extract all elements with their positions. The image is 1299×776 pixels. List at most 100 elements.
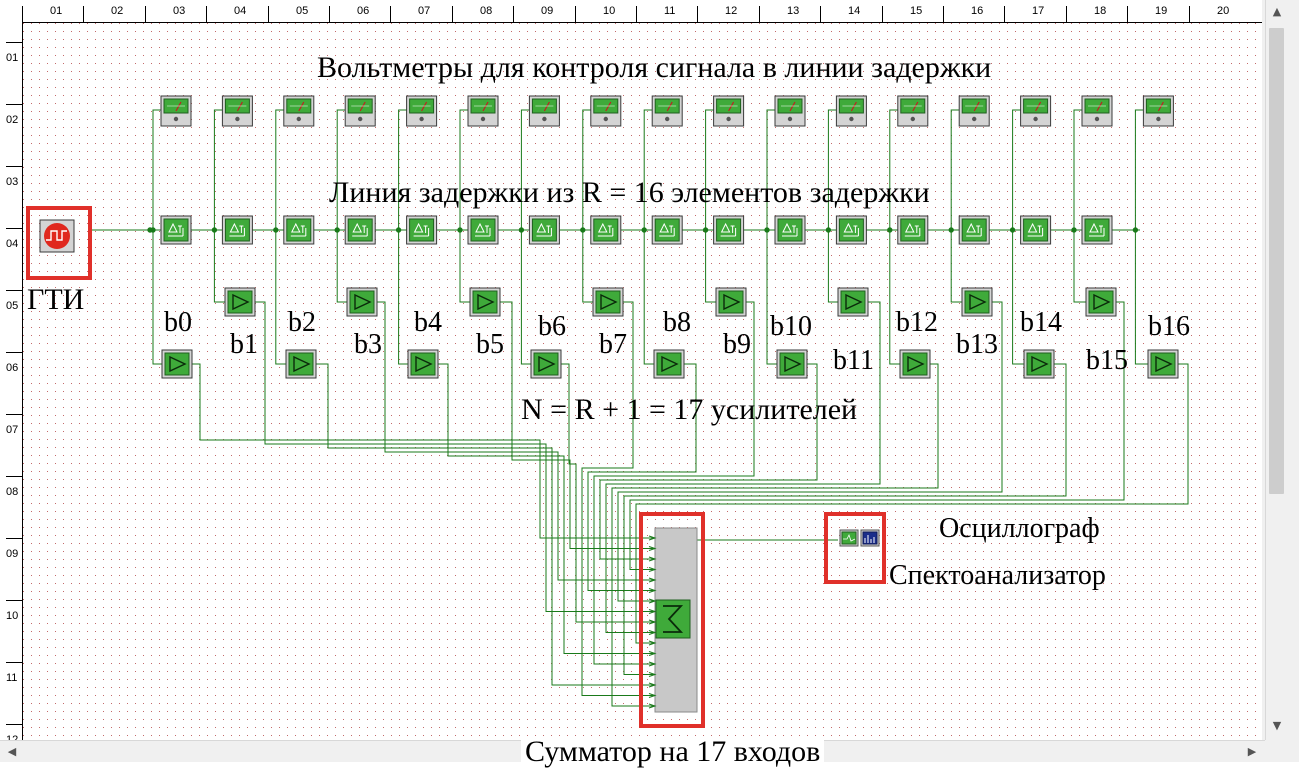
vertical-scrollbar[interactable]: ▲ ▼ [1265, 0, 1288, 740]
wire [623, 363, 1067, 675]
delay-element-icon [835, 215, 867, 245]
summator-icon [648, 527, 698, 713]
wire [599, 363, 818, 560]
gain-label-b7: b7 [599, 329, 627, 360]
amplifier-icon [161, 349, 193, 379]
delay-element-icon [590, 215, 622, 245]
wire [1134, 230, 1148, 365]
wire [213, 109, 223, 230]
amplifier-icon [592, 287, 624, 317]
voltmeter-icon [774, 95, 806, 127]
amplifier-icon [224, 287, 256, 317]
column-label: 05 [296, 5, 309, 17]
scroll-up-icon[interactable]: ▲ [1272, 5, 1282, 18]
amplifier-icon [776, 349, 808, 379]
wire [520, 109, 530, 230]
amplifier-icon [715, 287, 747, 317]
wire [827, 109, 837, 230]
delay-element-icon [713, 215, 745, 245]
delay-element-icon [283, 215, 315, 245]
column-label: 13 [787, 5, 800, 17]
column-label: 20 [1217, 5, 1230, 17]
wire [587, 363, 697, 591]
wire [398, 230, 408, 365]
wire [593, 301, 755, 665]
ruler-tick [390, 6, 391, 22]
row-label: 07 [6, 424, 19, 436]
gain-label-b4: b4 [414, 307, 442, 338]
junction-dot [147, 227, 153, 233]
wire [316, 363, 655, 686]
wire [766, 109, 775, 230]
wire [1073, 109, 1082, 230]
voltmeter-icon [897, 95, 929, 127]
wire [1012, 109, 1021, 230]
ruler-tick [513, 6, 514, 22]
ruler-tick [1004, 6, 1005, 22]
column-label: 11 [664, 5, 676, 17]
voltmeter-icon [651, 95, 683, 127]
scroll-right-icon[interactable]: ▶ [1247, 745, 1257, 758]
ruler-tick [820, 6, 821, 22]
ruler-tick [145, 6, 146, 22]
amplifier-icon [1085, 287, 1117, 317]
wire [766, 230, 777, 365]
ruler-tick [83, 6, 84, 22]
wire [643, 109, 653, 230]
column-label: 19 [1155, 5, 1168, 17]
wire [1134, 109, 1144, 230]
wire [581, 301, 655, 696]
voltmeter-icon [835, 95, 867, 127]
delay-element-icon [528, 215, 560, 245]
wire [459, 109, 468, 230]
ruler-tick [575, 6, 576, 22]
amplifier-icon [285, 349, 317, 379]
spectrum-analyzer-icon [860, 529, 880, 547]
wire [275, 230, 286, 365]
row-label: 09 [6, 548, 19, 560]
wire [275, 109, 284, 230]
summator-caption: Сумматор на 17 входов [521, 737, 825, 767]
spectrum-caption: Спектоанализатор [889, 560, 1106, 591]
wire [643, 230, 654, 365]
delay-element-icon [651, 215, 683, 245]
scroll-left-icon[interactable]: ◀ [7, 745, 17, 758]
summator-highlight-box [639, 512, 705, 728]
gain-label-b12: b12 [896, 307, 938, 338]
gain-label-b3: b3 [354, 329, 382, 360]
amplifier-icon [1023, 349, 1055, 379]
wire [152, 109, 161, 230]
wire [438, 363, 655, 654]
column-label: 06 [357, 5, 370, 17]
ruler-tick [6, 228, 22, 229]
amplifier-icon [653, 349, 685, 379]
generator-label: ГТИ [27, 283, 85, 316]
wire [889, 230, 900, 365]
vertical-scroll-thumb[interactable] [1269, 28, 1284, 494]
ruler-tick [6, 414, 22, 415]
ruler-tick [6, 42, 22, 43]
column-label: 15 [910, 5, 923, 17]
amplifier-icon [961, 287, 993, 317]
row-label: 02 [6, 114, 19, 126]
row-label: 01 [6, 52, 19, 64]
schematic-canvas[interactable]: Вольтметры для контроля сигнала в линии … [23, 23, 1262, 740]
scroll-down-icon[interactable]: ▼ [1272, 719, 1282, 732]
voltmeter-icon [1020, 95, 1052, 127]
wire [152, 230, 162, 365]
wire [192, 363, 655, 539]
ruler-tick [22, 6, 23, 22]
wire [889, 109, 898, 230]
ruler-tick [6, 538, 22, 539]
gain-label-b13: b13 [956, 329, 998, 360]
bottom-strip [0, 762, 1299, 776]
column-label: 17 [1032, 5, 1045, 17]
wire [950, 109, 960, 230]
delay-line-caption: Линия задержки из R = 16 элементов задер… [329, 176, 930, 209]
wire [398, 109, 407, 230]
ruler-tick [882, 6, 883, 22]
amplifier-icon [407, 349, 439, 379]
wire [500, 301, 655, 549]
ruler-tick [1066, 6, 1067, 22]
